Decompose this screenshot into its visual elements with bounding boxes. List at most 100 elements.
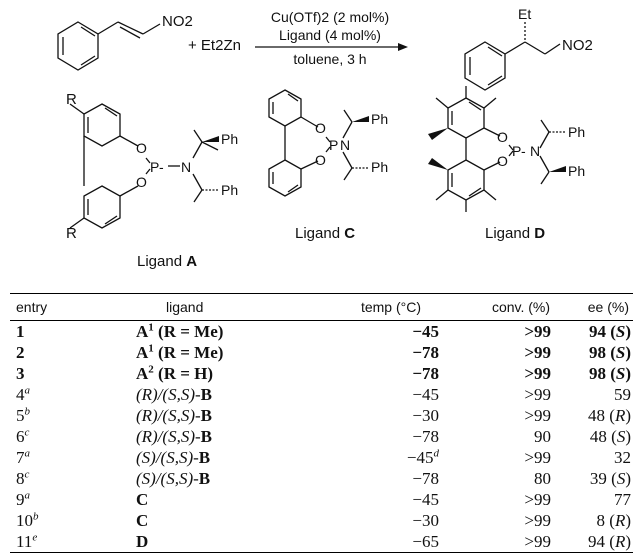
entry-number: 2 [16,343,25,362]
cell-temp: −45 [321,384,461,405]
bond-dash: - [159,159,164,175]
conv-value: 90 [534,427,551,446]
cell-temp: −78 [321,363,461,384]
cell-entry: 1 [10,321,136,343]
ee-value: 59 [614,385,631,404]
ligand-a-substituent: R [66,225,77,242]
ligand-a-structure [69,103,219,229]
conv-value: >99 [524,490,551,509]
ligand-letter: B [200,385,213,404]
header-entry: entry [10,293,136,321]
reactant-group: NO2 [162,13,193,30]
cell-ee: 32 [581,447,633,468]
entry-number: 8 [16,469,25,488]
cell-entry: 9a [10,489,136,510]
cell-ligand: (R)/(S,S)-B [136,426,321,447]
ligand-a-aryl: Ph [221,182,238,198]
cell-ligand: A2 (R = H) [136,363,321,384]
conv-value: >99 [524,322,551,341]
cell-ligand: A1 (R = Me) [136,321,321,343]
ee-value: 94 [588,532,606,551]
ligand-letter: A [136,364,149,383]
ligand-letter: C [136,490,149,509]
cell-ligand: (S)/(S,S)-B [136,468,321,489]
ligand-config: (R)/(S,S)- [136,406,201,425]
entry-footnote: a [24,489,31,502]
ligand-letter: B [198,469,211,488]
condition-ligand: Ligand (4 mol%) [279,27,381,43]
entry-number: 7 [16,448,25,467]
cell-conv: >99 [461,510,581,531]
temp-value: −45 [412,490,439,509]
cell-temp: −30 [321,405,461,426]
atom-o: O [136,174,147,190]
ligand-config: (R)/(S,S)- [136,427,201,446]
entry-footnote: b [24,405,31,418]
entry-number: 9 [16,490,25,509]
ligand-d-caption: Ligand D [485,225,545,242]
entry-footnote: e [32,531,38,544]
conv-value: >99 [524,364,551,383]
cell-conv: >99 [461,384,581,405]
product-group: NO2 [562,37,593,54]
cell-conv: >99 [461,489,581,510]
ligand-substituent: (R = Me) [153,343,224,362]
atom-p: P [329,137,338,153]
table-header-row: entry ligand temp (°C) conv. (%) ee (%) [10,293,633,321]
atom-o: O [136,140,147,156]
entry-number: 10 [16,511,33,530]
conv-value: >99 [524,448,551,467]
temp-value: −30 [412,511,439,530]
cell-ee: 94 (S) [581,321,633,343]
ee-value: 98 [588,343,606,362]
cell-ligand: A1 (R = Me) [136,342,321,363]
ee-value: 48 [589,427,607,446]
cell-ee: 48 (R) [581,405,633,426]
cell-ligand: (S)/(S,S)-B [136,447,321,468]
entry-number: 5 [16,406,25,425]
header-conv: conv. (%) [461,293,581,321]
ligand-c-structure [268,89,353,197]
cell-temp: −78 [321,342,461,363]
cell-ligand: D [136,531,321,553]
ligand-a-caption: Ligand A [137,253,197,270]
ligand-d-aryl: Ph [568,124,585,140]
cell-temp: −78 [321,426,461,447]
temp-value: −45 [412,322,439,341]
ligand-a-substituent: R [66,91,77,108]
cell-entry: 2 [10,342,136,363]
ligand-c-aryl: Ph [371,111,388,127]
ee-config: (R) [609,532,631,551]
temp-value: −45 [406,448,434,467]
cell-conv: >99 [461,531,581,553]
ligand-config: (S)/(S,S)- [136,469,199,488]
atom-o: O [315,152,326,168]
temp-value: −78 [412,343,439,362]
entry-footnote: c [24,426,30,439]
conv-value: >99 [524,385,551,404]
reactant-structure [57,21,161,71]
cell-ee: 48 (S) [581,426,633,447]
atom-p: P [512,143,521,159]
cell-conv: 80 [461,468,581,489]
cell-ee: 59 [581,384,633,405]
ee-value: 48 [588,406,606,425]
cell-conv: >99 [461,405,581,426]
ee-config: (S) [610,364,631,383]
header-ligand: ligand [136,293,321,321]
entry-number: 6 [16,427,25,446]
cell-entry: 6c [10,426,136,447]
cell-ee: 98 (S) [581,342,633,363]
condition-solvent: toluene, 3 h [293,51,366,67]
ee-value: 8 [596,511,606,530]
entry-number: 1 [16,322,25,341]
reagent-label: + Et2Zn [188,37,241,54]
conv-value: >99 [524,532,551,551]
ee-value: 77 [614,490,631,509]
atom-n: N [530,143,540,159]
